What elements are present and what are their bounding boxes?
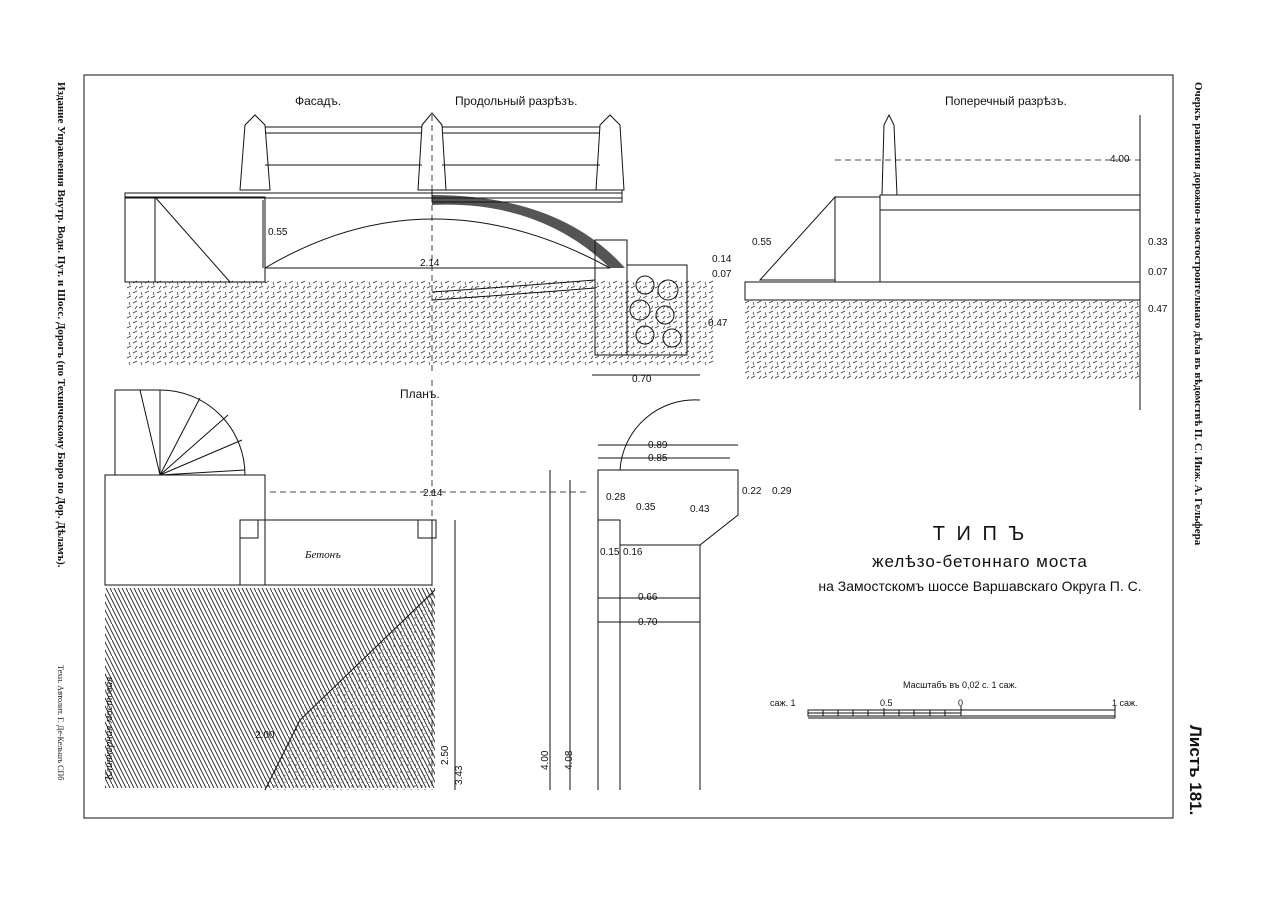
dim-cross-deck: 0.33: [1148, 237, 1168, 248]
dim-layer: 0.07: [712, 269, 732, 280]
dim-cross-height: 0.55: [752, 237, 772, 248]
scale-caption: Масштабъ въ 0,02 с. 1 саж.: [903, 680, 1017, 690]
facade-label: Фасадъ.: [295, 94, 341, 108]
scale-left-label: саж. 1: [770, 698, 796, 708]
title-line3: на Замостскомъ шоссе Варшавскаго Округа …: [818, 578, 1141, 594]
printer-note: Техн. Автолит. Г. Де-Кельшъ СПб: [56, 665, 65, 780]
plan-dim-0-89: 0.89: [648, 440, 668, 451]
plan-dim-0-29: 0.29: [772, 486, 792, 497]
plan-dim-0-28: 0.28: [606, 492, 626, 503]
plan-dim-2-50: 2.50: [440, 745, 451, 765]
dim-cross-width: 4.00: [1110, 154, 1130, 165]
dim-height: 0.55: [268, 227, 288, 238]
plan-dim-span: 2.14: [423, 488, 443, 499]
title-line1: Т И П Ъ: [933, 523, 1027, 545]
sheet-number: Листъ 181.: [1186, 725, 1205, 815]
plan-dim-0-43: 0.43: [690, 504, 710, 515]
plan-dim-2-00: 2.00: [255, 730, 275, 741]
longitudinal-section: [124, 112, 715, 376]
scale-zero-label: 0: [958, 698, 963, 708]
plan-dim-0-22: 0.22: [742, 486, 762, 497]
publisher-note: Издание Управления Внутр. Водн. Пут. и Ш…: [55, 82, 67, 568]
plan-dim-0-35: 0.35: [636, 502, 656, 513]
plan-dim-4-00: 4.00: [540, 750, 551, 770]
paving-label: Клинкерная мостовая: [103, 677, 115, 781]
title-line2: желѣзо-бетоннаго моста: [872, 552, 1088, 571]
concrete-label: Бетонъ: [304, 549, 341, 561]
dim-span: 2.14: [420, 258, 440, 269]
cross-section: [744, 113, 1141, 410]
plan-dim-0-15: 0.15: [600, 547, 620, 558]
dim-abutment-width: 0.70: [632, 374, 652, 385]
dim-cross-foundation: 0.47: [1148, 304, 1168, 315]
plan-dim-3-43: 3.43: [454, 765, 465, 785]
dim-foundation: 0.47: [708, 318, 728, 329]
scale-bar: Масштабъ въ 0,02 с. 1 саж. саж. 1 0.5 0 …: [770, 680, 1138, 719]
plan-dim-0-16: 0.16: [623, 547, 643, 558]
scale-right-label: 1 саж.: [1112, 698, 1138, 708]
cross-section-label: Поперечный разрѣзъ.: [945, 94, 1067, 108]
plan-dim-4-08: 4.08: [564, 750, 575, 770]
plan-dim-0-70: 0.70: [638, 617, 658, 628]
plan-dim-0-85: 0.85: [648, 453, 668, 464]
plan-view: [104, 380, 739, 791]
series-title: Очеркъ развития дорожно-и мостостроитель…: [1192, 82, 1204, 546]
plan-dim-0-66: 0.66: [638, 592, 658, 603]
plan-label: Планъ.: [400, 387, 440, 401]
scale-half-label: 0.5: [880, 698, 893, 708]
longitudinal-label: Продольный разрѣзъ.: [455, 94, 577, 108]
dim-cross-layer: 0.07: [1148, 267, 1168, 278]
drawing-frame: [83, 74, 1174, 819]
dim-arch-crown: 0.14: [712, 254, 732, 265]
